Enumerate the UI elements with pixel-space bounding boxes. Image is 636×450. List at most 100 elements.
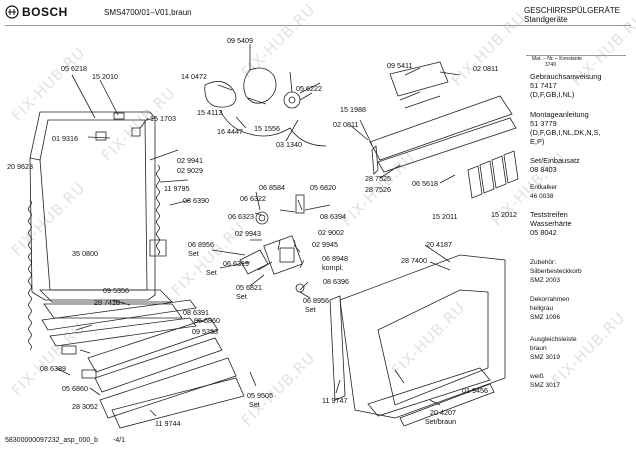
- part-number-label: 06 8584: [259, 183, 285, 192]
- doc-number: 51 7417: [530, 81, 557, 90]
- accessory-title: hellgrau: [530, 305, 554, 312]
- part-number-label: 15 4113: [197, 108, 223, 117]
- doc-number: 51 3779: [530, 119, 557, 128]
- part-number-label: 01 9316: [52, 134, 78, 143]
- part-number-label: 05 6821: [236, 283, 262, 292]
- accessory-title: Ausgleichsleiste: [530, 336, 577, 343]
- part-number-label: 09 5356: [103, 286, 129, 295]
- part-number-label: 15 2012: [491, 210, 517, 219]
- part-number-label: 06 8956: [188, 240, 214, 249]
- part-number-label: Set: [236, 292, 247, 301]
- part-number-label: 08 6389: [40, 364, 66, 373]
- spring-left: [28, 199, 32, 351]
- part-number-label: 05 9505: [247, 391, 273, 400]
- part-number-label: 03 1340: [276, 140, 302, 149]
- top-rule: [5, 25, 631, 26]
- part-number-label: Set: [188, 249, 199, 258]
- doc-title: Gebrauchsanweisung: [530, 72, 602, 81]
- part-number-label: 15 2010: [92, 72, 118, 81]
- legend-text: Mat. – Nr. – Konstante: [532, 56, 582, 62]
- set-title: Set/Einbausatz: [530, 156, 580, 165]
- doc-languages: E,P): [530, 137, 545, 146]
- part-number-label: 06 6323: [228, 212, 254, 221]
- accessory-number: 46 0038: [530, 193, 554, 200]
- tub-frame: [29, 111, 156, 301]
- category-title: GESCHIRRSPÜLGERÄTE: [524, 6, 621, 15]
- footer-page: -4/1: [113, 437, 126, 444]
- accessory-number: SMZ 3017: [530, 382, 560, 389]
- part-number-label: 08 6391: [183, 308, 209, 317]
- part-number-label: 06 8948: [322, 254, 348, 263]
- part-number-label: 08 6394: [320, 212, 346, 221]
- part-number-label: 11 9747: [322, 396, 348, 405]
- part-number-label: 15 1988: [340, 105, 366, 114]
- part-number-label: 02 0811: [473, 64, 499, 73]
- part-number-label: 06 5618: [412, 179, 438, 188]
- part-number-label: 09 5409: [227, 36, 253, 45]
- accessory-title: braun: [530, 345, 547, 352]
- brand-name: BOSCH: [22, 5, 68, 19]
- part-number-label: 28 7400: [401, 256, 427, 265]
- part-number-label: 35 0800: [72, 249, 98, 258]
- part-number-label: 09 5333: [192, 327, 218, 336]
- part-number-label: 02 9029: [177, 166, 203, 175]
- part-number-label: 02 9002: [318, 228, 344, 237]
- accessory-title: Zubehör:: [530, 259, 557, 266]
- accessory-number: 05 8042: [530, 228, 557, 237]
- part-number-label: 20 4207: [430, 408, 456, 417]
- part-number-label: 20 9623: [7, 162, 33, 171]
- part-number-label: 08 6396: [323, 277, 349, 286]
- door-frame: [339, 254, 506, 419]
- part-number-label: Set: [206, 268, 217, 277]
- accessory-title: Entkalker: [530, 184, 558, 191]
- spring-right: [156, 164, 160, 256]
- part-number-label: 06 6322: [240, 194, 266, 203]
- part-number-label: 15 1703: [150, 114, 176, 123]
- part-number-label: 05 6860: [62, 384, 88, 393]
- right-panel-divider: [526, 55, 626, 56]
- part-number-label: 02 9941: [177, 156, 203, 165]
- legend-code: 3740: [545, 62, 557, 68]
- doc-languages: (D,F,GB,I,NL): [530, 90, 575, 99]
- footer-doc-id: 58300000097232_asp_000_b: [5, 437, 99, 444]
- part-number-label: 05 6218: [61, 64, 87, 73]
- part-number-label: 15 2011: [432, 212, 458, 221]
- part-number-label: 08 6390: [183, 196, 209, 205]
- accessory-number: SMZ 1006: [530, 314, 560, 321]
- part-number-label: 05 6860: [194, 316, 220, 325]
- part-number-label: 09 5411: [387, 61, 413, 70]
- kick-plate: [87, 317, 219, 373]
- part-number-label: Set/braun: [425, 417, 457, 426]
- doc-languages: (D,F,GB,I,NL,DK,N,S,: [530, 128, 601, 137]
- accessory-title: Wasserhärte: [530, 219, 572, 228]
- tub-inner: [39, 119, 148, 291]
- accessory-title: weiß: [530, 373, 544, 380]
- part-number-label: 05 6820: [310, 183, 336, 192]
- doc-title: Montageanleitung: [530, 110, 589, 119]
- part-number-label: 28 7526: [365, 185, 391, 194]
- part-number-label: 06 6319: [223, 259, 249, 268]
- part-number-label: 11 9795: [164, 184, 190, 193]
- motor: [243, 67, 277, 104]
- part-number-label: 02 0811: [333, 120, 359, 129]
- accessory-title: Dekorrahmen: [530, 296, 570, 303]
- part-number-label: 28 7418: [94, 298, 120, 307]
- part-number-label: 05 6222: [296, 84, 322, 93]
- accessory-title: Silberbesteckkorb: [530, 268, 582, 275]
- part-number-label: Set: [249, 400, 260, 409]
- control-panel: [369, 95, 513, 161]
- part-number-label: 02 9945: [312, 240, 338, 249]
- part-number-label: 14 0472: [181, 72, 207, 81]
- accessory-title: Teststreifen: [530, 210, 568, 219]
- category-subtitle: Standgeräte: [524, 15, 568, 24]
- part-number-label: 02 9943: [235, 229, 261, 238]
- part-number-label: kompl.: [322, 263, 344, 272]
- part-number-label: 20 4187: [426, 240, 452, 249]
- part-number-label: 06 8956: [303, 296, 329, 305]
- part-number-label: 01 9456: [462, 386, 488, 395]
- part-number-label: Set: [305, 305, 316, 314]
- part-number-label: 28 7525: [365, 174, 391, 183]
- part-number-label: 28 3052: [72, 402, 98, 411]
- model-number: SMS4700/01–V01,braun: [104, 8, 192, 17]
